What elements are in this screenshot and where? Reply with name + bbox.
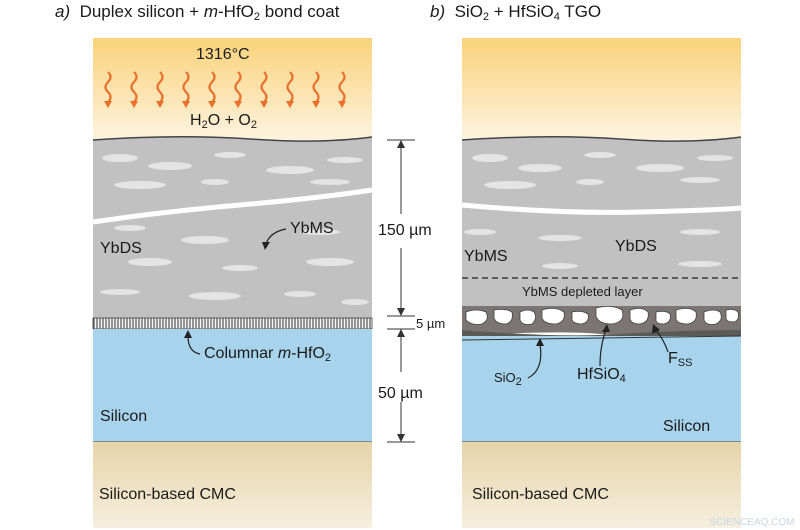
ybds-label-a: YbDS	[100, 240, 142, 257]
silicon-label-a: Silicon	[100, 408, 148, 425]
panel-a-title-hfo: -HfO	[218, 2, 254, 21]
thickness-arrowheads	[397, 140, 405, 442]
ybms-grains-b	[464, 152, 733, 269]
thickness-50-label: 50 µm	[378, 385, 423, 402]
gas-h: H	[190, 112, 202, 129]
fss-pointer-head	[652, 324, 660, 334]
sio2-sub: 2	[515, 376, 522, 388]
coating-surface-line-b	[461, 135, 742, 142]
panel-b-diagram	[461, 38, 742, 528]
columnar-pointer-head	[184, 330, 192, 338]
fss-sub: SS	[677, 357, 693, 369]
interlayer-band-b	[461, 202, 742, 215]
panel-a-title-end: bond coat	[260, 2, 340, 21]
ybds-label-b: YbDS	[615, 238, 657, 255]
panel-b-title-sio: SiO	[454, 2, 483, 21]
heat-arrows	[104, 71, 346, 103]
cmc-label-a: Silicon-based CMC	[99, 486, 236, 503]
hfsio4-sub: 4	[619, 373, 626, 385]
cmc-substrate-b	[462, 442, 741, 528]
silicon-layer-a	[93, 329, 372, 442]
gas-environment-b	[462, 38, 741, 140]
ybms-label-b: YbMS	[464, 248, 508, 265]
panel-a-title-sub: 2	[253, 11, 261, 23]
watermark: SCIENCEAQ.COM	[709, 517, 794, 528]
gas-sub1: 2	[201, 119, 208, 131]
hfsio4-label: HfSiO4	[577, 366, 626, 385]
panel-b-title-sub2: 4	[553, 11, 560, 23]
columnar-text: Columnar	[204, 345, 278, 362]
columnar-label: Columnar m-HfO2	[204, 345, 331, 364]
hfsio4-pointer-head	[602, 324, 610, 332]
panel-a-title-italic: m	[203, 2, 219, 21]
depleted-layer-label: YbMS depleted layer	[522, 284, 643, 299]
hfsio4-grains	[465, 306, 739, 325]
temperature-label: 1316°C	[196, 46, 250, 63]
panel-b-title: b) SiO2 + HfSiO4 TGO	[430, 2, 601, 23]
cmc-substrate-a	[93, 442, 372, 528]
fss-label: FSS	[668, 350, 692, 369]
thickness-150-label: 150 µm	[378, 222, 432, 239]
panel-a-letter: a)	[55, 2, 71, 21]
panel-b-title-hfsio: + HfSiO	[489, 2, 554, 21]
ybms-grains-a	[100, 152, 369, 305]
panel-a-title-text: Duplex silicon +	[79, 2, 204, 21]
sio2-label: SiO2	[494, 370, 522, 388]
sio2-pointer	[527, 343, 542, 379]
ybms-label-a: YbMS	[290, 220, 334, 237]
fss-pointer	[655, 329, 669, 353]
heat-arrow-heads	[104, 101, 346, 108]
gas-label: H2O + O2	[190, 112, 257, 131]
columnar-pointer	[187, 335, 201, 355]
tgo-silicon-interface	[461, 335, 742, 341]
thickness-5-label: 5 µm	[416, 316, 446, 331]
fss-text: F	[668, 350, 678, 367]
panel-b-title-sub1: 2	[482, 11, 490, 23]
columnar-hfo: -HfO	[291, 345, 325, 362]
panel-b-letter: b)	[430, 2, 446, 21]
columnar-sub: 2	[324, 352, 332, 364]
coating-surface-line-a	[92, 135, 373, 142]
ebc-coating-a	[93, 136, 372, 318]
ybms-pointer-head-a	[262, 242, 270, 250]
panel-a-title: a) Duplex silicon + m-HfO2 bond coat	[55, 2, 339, 23]
gas-o: O + O	[207, 112, 251, 129]
columnar-italic: m	[277, 345, 292, 362]
gas-environment-a	[93, 38, 372, 140]
sio2-text: SiO	[494, 370, 516, 385]
hfsio4-text: HfSiO	[577, 366, 620, 383]
columnar-hfo2-layer	[92, 317, 373, 330]
panel-b-title-tgo: TGO	[559, 2, 602, 21]
silicon-layer-b	[462, 336, 741, 442]
ebc-coating-b	[462, 136, 741, 306]
silicon-label-b: Silicon	[663, 418, 711, 435]
hfsio4-pointer	[599, 329, 607, 367]
gas-sub2: 2	[250, 119, 257, 131]
sio2-pointer-head	[536, 338, 544, 346]
interlayer-band-a	[92, 187, 373, 225]
cmc-label-b: Silicon-based CMC	[472, 486, 609, 503]
panel-a-diagram	[92, 38, 415, 528]
